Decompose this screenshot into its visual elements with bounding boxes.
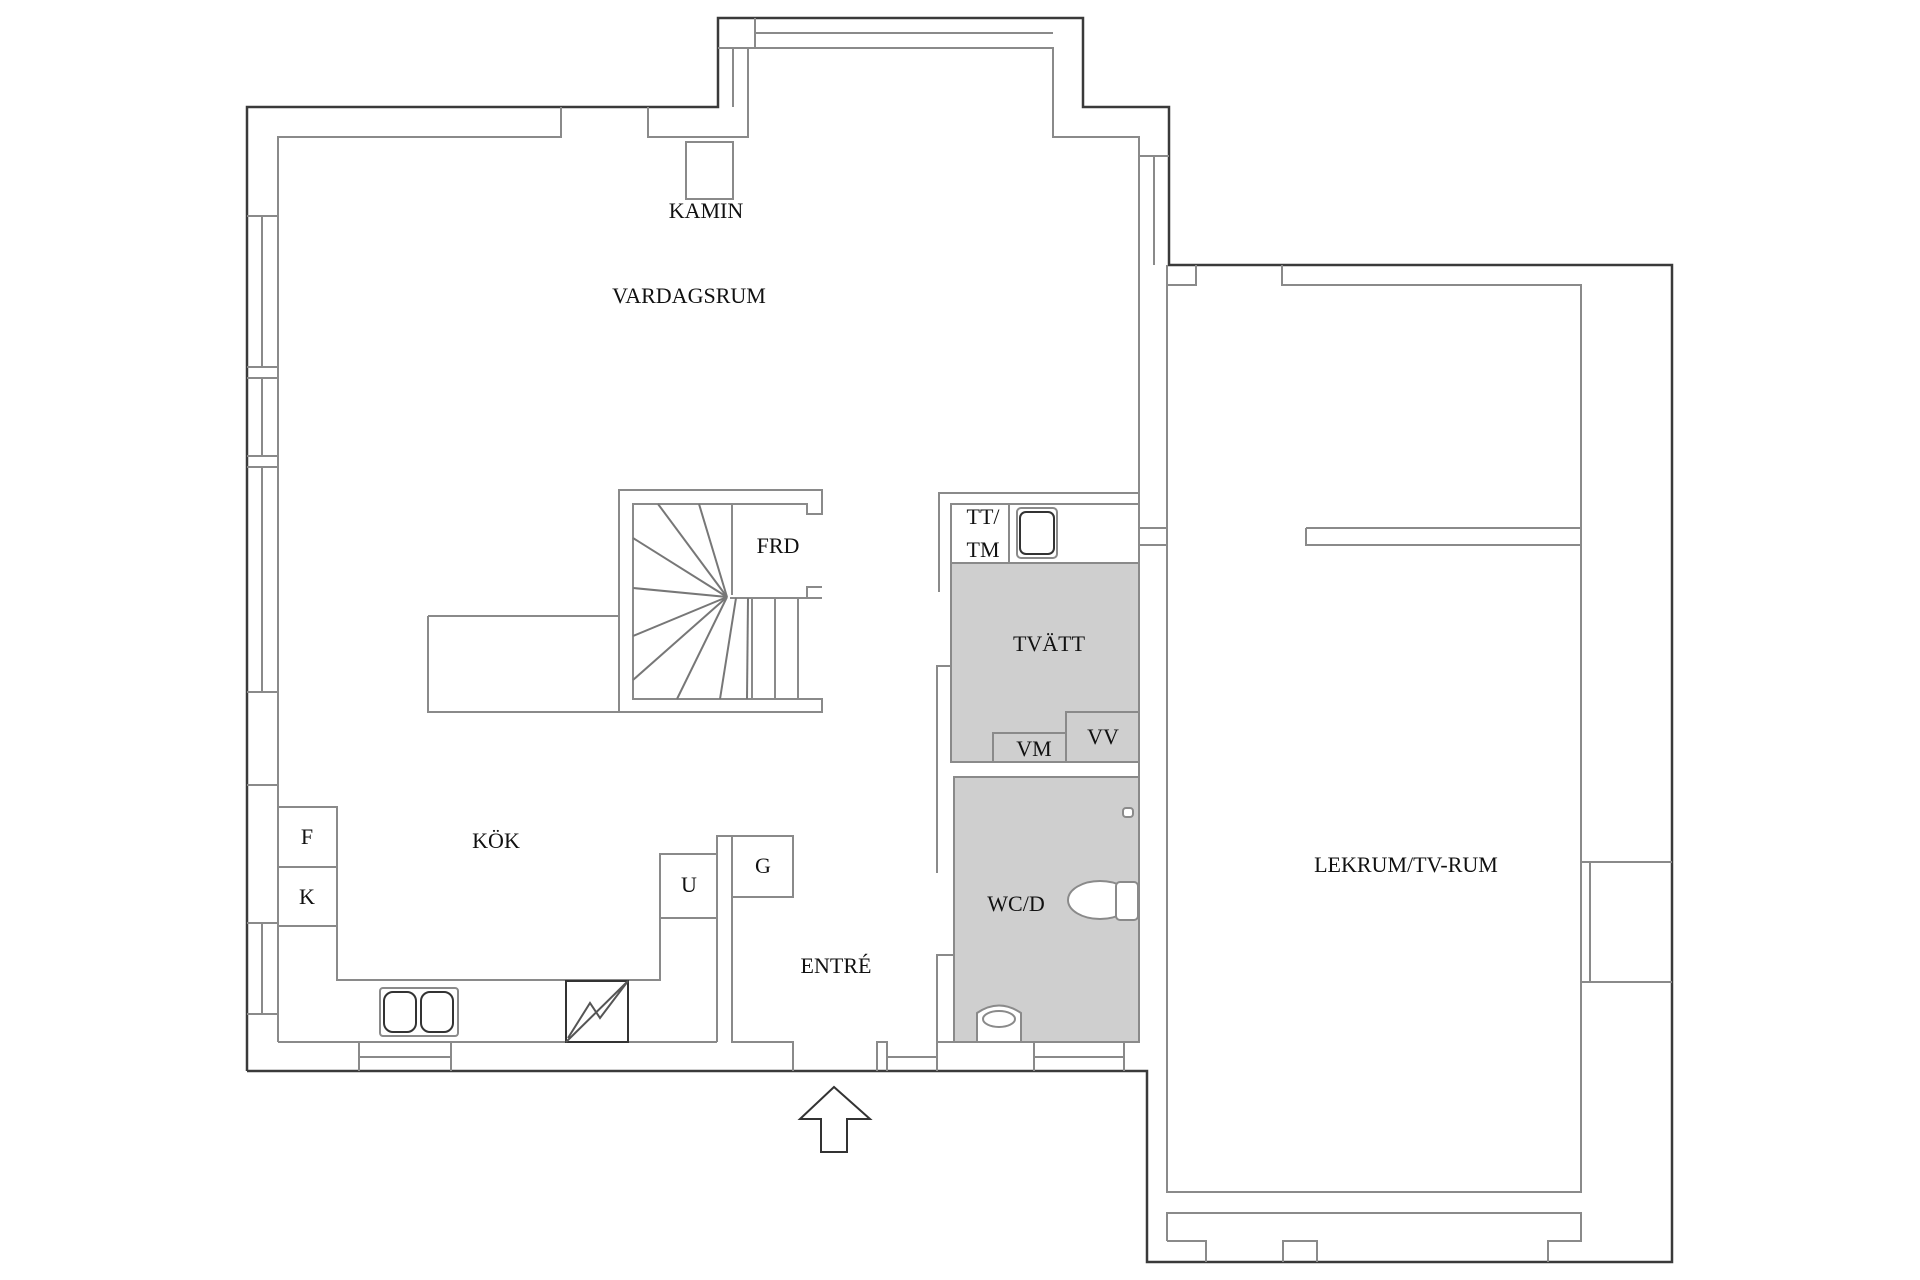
- room-label-vardagsrum: VARDAGSRUM: [612, 283, 766, 308]
- fireplace: [685, 141, 734, 200]
- room-label-tvatt: TVÄTT: [1012, 631, 1086, 656]
- laundry-floor: [950, 562, 1140, 763]
- room-label-wcd: WC/D: [987, 891, 1045, 916]
- room-label-entre: ENTRÉ: [800, 953, 872, 978]
- room-label-lekrum: LEKRUM/TV-RUM: [1314, 852, 1498, 877]
- fixture-wardrobe-label: G: [755, 853, 771, 878]
- entrance-arrow-icon: [797, 1085, 873, 1153]
- room-label-kok: KÖK: [472, 828, 520, 853]
- fixture-dryer-label-1: TT/: [966, 504, 1000, 529]
- wardrobe: [731, 835, 794, 898]
- fixture-dryer-label-2: TM: [966, 537, 1000, 562]
- room-label-frd: FRD: [756, 533, 800, 558]
- fixture-washer-label: VM: [1016, 736, 1052, 761]
- room-label-kamin: KAMIN: [668, 198, 744, 223]
- fixture-oven-label: U: [681, 872, 697, 897]
- fixture-freezer-label: K: [299, 884, 315, 909]
- outer-walls: [245, 16, 1674, 1264]
- inner-walls: [247, 18, 1672, 1262]
- fixture-water-heater-label: VV: [1087, 724, 1119, 749]
- fixture-fridge-label: F: [300, 824, 314, 849]
